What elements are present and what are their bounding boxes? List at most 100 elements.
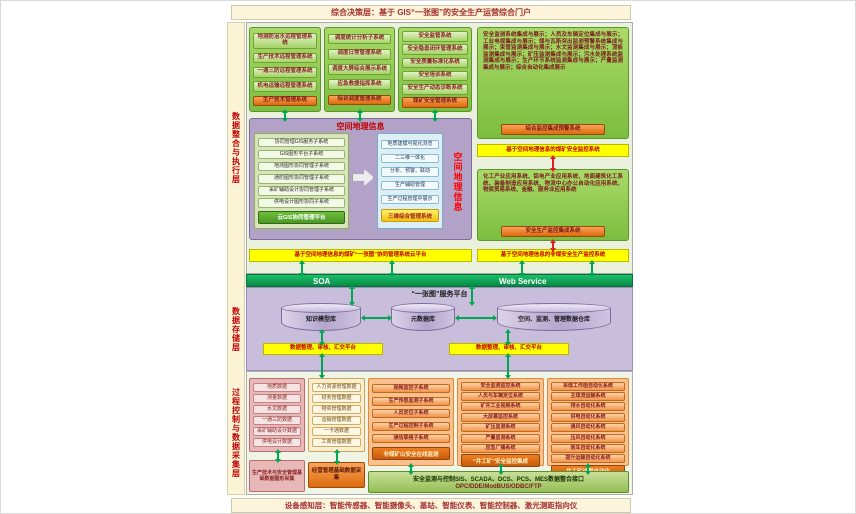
system-item: 安全监管系统 [402, 31, 468, 43]
system-item: 一通三防远程管理系统 [253, 66, 317, 78]
dispatch-system-button: 综合调度管理系统 [328, 94, 391, 106]
noncoal-monitoring-panel: 视频监控子系统 生产传感监测子系统 人员定位子系统 生产过程控制子系统 通信联络… [368, 378, 454, 466]
subsystem-item: 压风自动化系统 [550, 433, 626, 443]
up-down-arrow-icon [498, 463, 504, 475]
subsystem-item: 视频监控子系统 [371, 383, 451, 393]
layer-label-storage: 数据存储层 [231, 306, 241, 352]
up-down-arrow-icon [319, 353, 325, 379]
left-right-arrow-icon [361, 315, 392, 321]
cylinder-body [497, 308, 611, 331]
up-down-arrow-icon [319, 329, 325, 346]
gis-title: 空间地理信息 [336, 122, 385, 131]
data-item: 工商管理数据 [311, 438, 362, 448]
subsystem-item: 应急广播系统 [460, 443, 541, 453]
dispatch-panel: 调度统计分析子系统 调度日常管理系统 调度大屏综合展示系统 应急救援指挥系统 综… [324, 27, 395, 112]
data-item: 物资管理数据 [311, 404, 362, 414]
one-map-platform-label: “一张图”服务平台 [411, 291, 468, 298]
gis-side-label: 空间地理信息 [452, 152, 463, 212]
up-down-arrow-icon [275, 449, 281, 463]
subsystem-item: 安全监测监控系统 [460, 381, 541, 391]
up-down-arrow-icon [550, 239, 556, 252]
data-item: 财务管理数据 [311, 393, 362, 403]
cylinder-label: 元数据库 [410, 317, 435, 323]
data-item: 水文数据 [252, 404, 302, 414]
integrated-warning-button: 综合监控集成预警系统 [501, 124, 605, 135]
up-down-arrow-icon [505, 353, 511, 379]
up-down-arrow-icon [334, 449, 340, 465]
subsystem-item: 供电自动化系统 [550, 412, 626, 422]
layer-label-process: 过程控制与数据采集层 [231, 388, 241, 478]
system-item: 安全质量标准化系统 [402, 57, 468, 69]
web-service-label: Web Service [499, 277, 547, 286]
subsystem-item: 生产过程控制子系统 [371, 421, 451, 431]
subsystem-item: 装车自动化系统 [550, 443, 626, 453]
subsystem-item: 主煤流运输系统 [550, 392, 626, 402]
up-down-arrow-icon [469, 285, 475, 306]
subsystem-item: 通信联络子系统 [371, 434, 451, 444]
cylinder-top [281, 303, 361, 313]
system-item: 调度日常管理系统 [328, 48, 391, 60]
production-tech-system-button: 生产技术管理系统 [253, 95, 317, 107]
cylinder-label: 空间、监测、管理数据仓库 [517, 317, 590, 323]
gis-function-item: 地质建模可视化浏览 [380, 139, 440, 150]
data-item: 采矿辅助设计数据 [252, 427, 302, 437]
gis-subsystem-item: 通防图形协同管理子系统 [257, 174, 346, 184]
system-item: 安全隐患闭环管理系统 [402, 44, 468, 56]
data-item: 测量数据 [252, 393, 302, 403]
subsystem-item: 大屏幕监控系统 [460, 412, 541, 422]
bottom-banner: 设备感知层：智能传感器、智能摄像头、基站、智能仪表、智能控制器、激光测距指向仪 [231, 498, 631, 513]
gis-subsystem-item: 供电设计图形协同子系统 [257, 198, 346, 208]
up-down-arrow-icon [357, 109, 363, 122]
subsystem-item: 提升运输自动化系统 [550, 454, 626, 464]
soa-service-bar: SOA Web Service [246, 274, 633, 287]
mine-monitoring-panel: 安全监测监控系统 人员与车辆定位系统 矿井工业视频系统 大屏幕监控系统 矿压监测… [457, 378, 544, 468]
cylinder-top [497, 303, 611, 313]
up-down-arrow-icon [519, 260, 525, 277]
system-item: 地测防治水远程管理系统 [253, 32, 317, 50]
business-data-collection-footer: 经营管理基础数据采集 [308, 462, 365, 488]
up-down-arrow-icon [408, 463, 414, 475]
safety-management-panel: 安全监管系统 安全隐患闭环管理系统 安全质量标准化系统 安全培训系统 安全生产动… [398, 27, 472, 112]
left-right-arrow-icon [455, 315, 497, 321]
gis-function-item: 分析、预警、联动 [380, 167, 440, 177]
top-banner: 综合决策层：基于 GIS“一张图”的安全生产运营综合门户 [231, 5, 631, 20]
up-down-arrow-icon [589, 260, 595, 277]
data-warehouse-cylinder: 空间、监测、管理数据仓库 [497, 303, 611, 331]
noncoal-description: 化工产业应用系统、铝电产业应用系统、地面建筑化工系统、装备制造应用系统、物流中心… [483, 174, 623, 194]
cylinder-top [391, 303, 455, 313]
three-d-management-button: 三维综合管理系统 [381, 209, 439, 223]
interface-protocols-line: 安全监测与控制SIS、SCADA、DCS、PCS、MES数据整合接口 [412, 476, 584, 483]
coal-safety-system-button: 煤矿安全管理系统 [402, 96, 468, 108]
interface-protocols-line: OPC/DDE/ModBUS/ODBC/FTP [455, 484, 542, 491]
data-item: 一卡通数据 [311, 427, 362, 437]
subsystem-item: 矿压监测系统 [460, 423, 541, 433]
knowledge-model-db-cylinder: 知识模型库 [281, 303, 361, 331]
noncoal-monitoring-button: 安全生产监控集成系统 [501, 226, 605, 237]
subsystem-item: 产量监测系统 [460, 433, 541, 443]
up-down-arrow-icon [550, 155, 556, 172]
integrated-monitoring-panel: 安全监测系统集成与展示；人员及车辆定位集成与展示；工业电视集成与展示；煤与瓦斯突… [477, 27, 629, 139]
up-down-arrow-icon [432, 109, 438, 122]
automation-panel: 采煤工作面自动化系统 主煤流运输系统 排水自动化系统 供电自动化系统 通风自动化… [547, 378, 629, 478]
metadata-db-cylinder: 元数据库 [391, 303, 455, 331]
data-item: 供电设计数据 [252, 438, 302, 448]
system-item: 生产技术远程管理系统 [253, 52, 317, 64]
tech-data-collection-footer: 生产技术与安全管理基础数据图形采集 [249, 460, 305, 492]
subsystem-item: 人员与车辆定位系统 [460, 392, 541, 402]
up-down-arrow-icon [282, 109, 288, 122]
gis-subsystem-item: 采矿辅助设计协同管理子系统 [257, 186, 346, 196]
up-down-arrow-icon [299, 260, 305, 277]
gis-collaboration-panel: 协同管理GIS服务子系统 GIS图形平台子系统 地测图形协同管理子系统 通防图形… [254, 133, 349, 229]
gis-subsystem-item: 协同管理GIS服务子系统 [257, 138, 346, 148]
gis-function-item: 生产辅助管理 [380, 181, 440, 191]
system-item: 机电运输远程管理系统 [253, 81, 317, 93]
data-item: 运销管理数据 [311, 416, 362, 426]
business-data-panel: 人力资源管理数据 财务管理数据 物资管理数据 运销管理数据 一卡通数据 工商管理… [308, 378, 365, 452]
monitoring-description: 安全监测系统集成与展示；人员及车辆定位集成与展示；工业电视集成与展示；煤与瓦斯突… [483, 32, 623, 71]
gis-3d-panel: 地质建模可视化浏览 二三维一体化 分析、预警、联动 生产辅助管理 生产过程管理中… [377, 133, 443, 229]
system-item: 调度统计分析子系统 [328, 33, 391, 45]
gis-cloud-platform-bar: 基于空间地理信息的煤矿“一张图”协同管理系统云平台 [249, 249, 472, 262]
gis-function-item: 生产过程管理中展示 [380, 195, 440, 205]
up-down-arrow-icon [585, 463, 591, 475]
